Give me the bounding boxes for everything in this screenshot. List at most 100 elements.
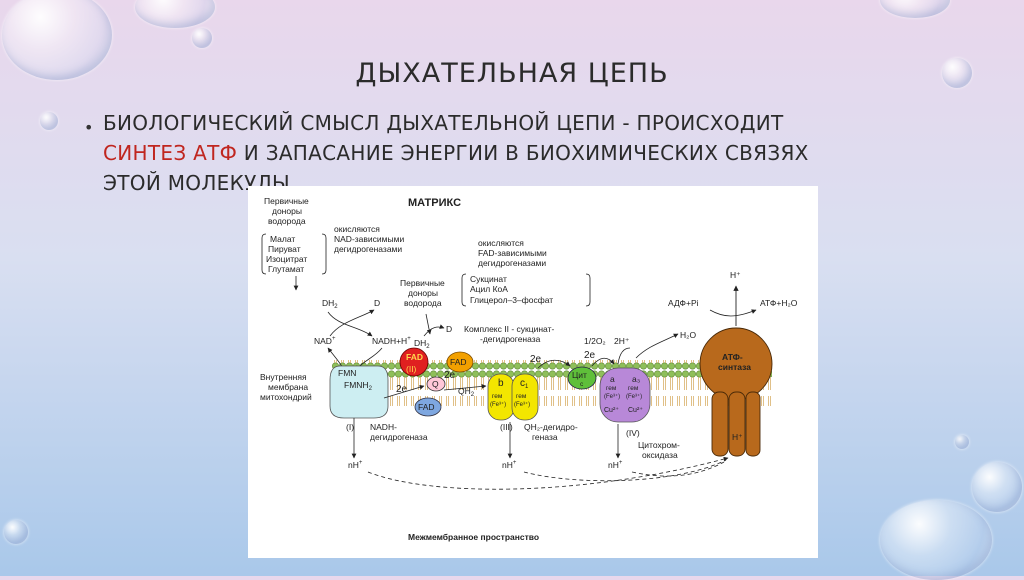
respiratory-chain-diagram: МАТРИКС Первичные доноры водорода Малат … xyxy=(248,186,818,558)
fad-oxidation-1: окисляются xyxy=(478,238,524,248)
bubble-decoration xyxy=(880,500,992,580)
fad-orange-top-text: FAD xyxy=(450,357,467,367)
proton-path-dashed-2 xyxy=(523,459,727,482)
atp-synthase-label-2: синтаза xyxy=(718,362,751,372)
cyt-c-label: Цит xyxy=(572,370,587,380)
cyt-c1-label: c1 xyxy=(520,378,529,390)
substrate-isocitrate: Изоцитрат xyxy=(266,254,307,264)
bubble-decoration xyxy=(40,112,58,130)
half-o2-label: 1/2O₂ xyxy=(584,336,606,346)
substrate-glutamate: Глутамат xyxy=(268,264,304,274)
bubble-decoration xyxy=(972,462,1022,512)
cytochrome-c xyxy=(567,366,597,390)
substrate-malate: Малат xyxy=(270,234,295,244)
bubble-decoration xyxy=(192,28,212,48)
bullet-highlight: синтез АТФ xyxy=(103,141,238,165)
donors-2-line-1: Первичные xyxy=(400,278,445,288)
coenzyme-q xyxy=(426,376,446,392)
proton-path-dashed-3 xyxy=(631,461,725,477)
donors-1-line-1: Первичные xyxy=(264,196,309,206)
d-label-2: D xyxy=(446,324,452,334)
bubble-decoration xyxy=(955,435,969,449)
d-label: D xyxy=(374,298,380,308)
fe3-a3: (Fe³⁺) xyxy=(626,393,642,400)
complex1-name-2: дегидрогеназа xyxy=(370,432,428,442)
nad-oxidation-2: NAD-зависимыми xyxy=(334,234,404,244)
h-plus-synthase: H⁺ xyxy=(732,432,743,442)
atp-synthase-label-1: АТФ- xyxy=(722,352,743,362)
fad-blue-text: FAD xyxy=(418,402,435,412)
h-plus-top: H⁺ xyxy=(730,270,741,280)
substrate-succinate: Сукцинат xyxy=(470,274,507,284)
heme-a3: гем xyxy=(628,385,639,392)
donors-2-line-2: доноры xyxy=(408,288,438,298)
bubble-decoration xyxy=(942,58,972,88)
donors-1-line-3: водорода xyxy=(268,216,306,226)
nad-plus-label: NAD+ xyxy=(314,336,336,346)
proton-path-dashed xyxy=(367,456,729,490)
fe3-a: (Fe³⁺) xyxy=(604,393,620,400)
complex2-fad-red xyxy=(399,347,429,377)
membrane-label-2: мембрана xyxy=(268,382,308,392)
complex4-name-1: Цитохром- xyxy=(638,440,680,450)
dh2-label-2: DH2 xyxy=(414,338,430,350)
cyt-b-label: b xyxy=(498,378,504,389)
complex3-roman: (III) xyxy=(500,422,513,432)
complex1-name-1: NADH- xyxy=(370,422,397,432)
q-text: Q xyxy=(432,379,439,389)
cyt-a-label: a xyxy=(610,374,615,384)
bubble-decoration xyxy=(135,0,215,28)
nad-oxidation-3: дегидрогеназами xyxy=(334,244,402,254)
complex4-roman: (IV) xyxy=(626,428,640,438)
fe3-b: (Fe³⁺) xyxy=(490,401,506,408)
matrix-label: МАТРИКС xyxy=(408,197,461,209)
fmnh2-label: FMNH2 xyxy=(344,380,373,392)
two-e-3: 2e xyxy=(530,354,542,365)
complex3-name-2: геназа xyxy=(532,432,558,442)
complex3-name-1: QH₂-дегидро- xyxy=(524,422,578,432)
qh2-label: QH2 xyxy=(458,386,475,398)
bullet-text-part-1: Биологический смысл дыхательной цепи - п… xyxy=(103,111,784,135)
bubble-decoration xyxy=(4,520,28,544)
bullet-text: Биологический смысл дыхательной цепи - п… xyxy=(103,108,833,198)
atp-synthase-stalk-right xyxy=(745,391,761,457)
nh-plus-4: nH+ xyxy=(608,460,623,470)
two-e-1: 2e xyxy=(396,384,408,395)
bullet-text-part-2: и запасание энергии в биохимических связ… xyxy=(103,141,809,195)
membrane-label-1: Внутренняя xyxy=(260,372,307,382)
atp-synthase-stalk-mid xyxy=(728,391,746,457)
complex2-name-2: -дегидрогеназа xyxy=(480,334,541,344)
bubble-decoration xyxy=(2,0,112,80)
heme-a: гем xyxy=(606,385,617,392)
atp-label: АТФ+H₂O xyxy=(760,298,798,308)
donors-1-line-2: доноры xyxy=(272,206,302,216)
nad-oxidation-1: окисляются xyxy=(334,224,380,234)
complex2-fad-roman: (II) xyxy=(406,364,417,374)
donors-2-line-3: водорода xyxy=(404,298,442,308)
intermembrane-space-label: Межмембранное пространство xyxy=(408,532,539,542)
complex2-fad-text: FAD xyxy=(406,352,423,362)
complex3-cyt-c1 xyxy=(511,373,539,421)
complex2-name-1: Комплекс II - сукцинат- xyxy=(464,324,554,334)
fe3-c1: (Fe³⁺) xyxy=(514,401,530,408)
cu2-a3: Cu²⁺ xyxy=(628,407,643,414)
complex4-cytochrome-oxidase xyxy=(599,367,651,423)
complex1-roman: (I) xyxy=(346,422,354,432)
complex1-nadh-dehydrogenase xyxy=(329,365,389,419)
fad-orange-top xyxy=(446,351,474,373)
heme-b: гем xyxy=(492,393,503,400)
substrate-glycerol-phosphate: Глицерол–3–фосфат xyxy=(470,295,553,305)
slide-title: ДЫХАТЕЛЬНАЯ ЦЕПЬ xyxy=(355,58,669,89)
two-e-2: 2e xyxy=(444,370,456,381)
two-e-4: 2e xyxy=(584,350,596,361)
complex4-name-2: оксидаза xyxy=(642,450,678,460)
nh-plus-1: nH+ xyxy=(348,460,363,470)
fmn-label: FMN xyxy=(338,368,356,378)
h2o-label: H₂O xyxy=(680,330,696,340)
atp-synthase-stalk-left xyxy=(711,391,729,457)
fad-blue xyxy=(414,397,442,417)
membrane-label-3: митохондрий xyxy=(260,392,312,402)
bullet-marker: • xyxy=(84,118,94,137)
cu2-a: Cu²⁺ xyxy=(604,407,619,414)
substrate-acyl-coa: Ацил КоА xyxy=(470,284,508,294)
